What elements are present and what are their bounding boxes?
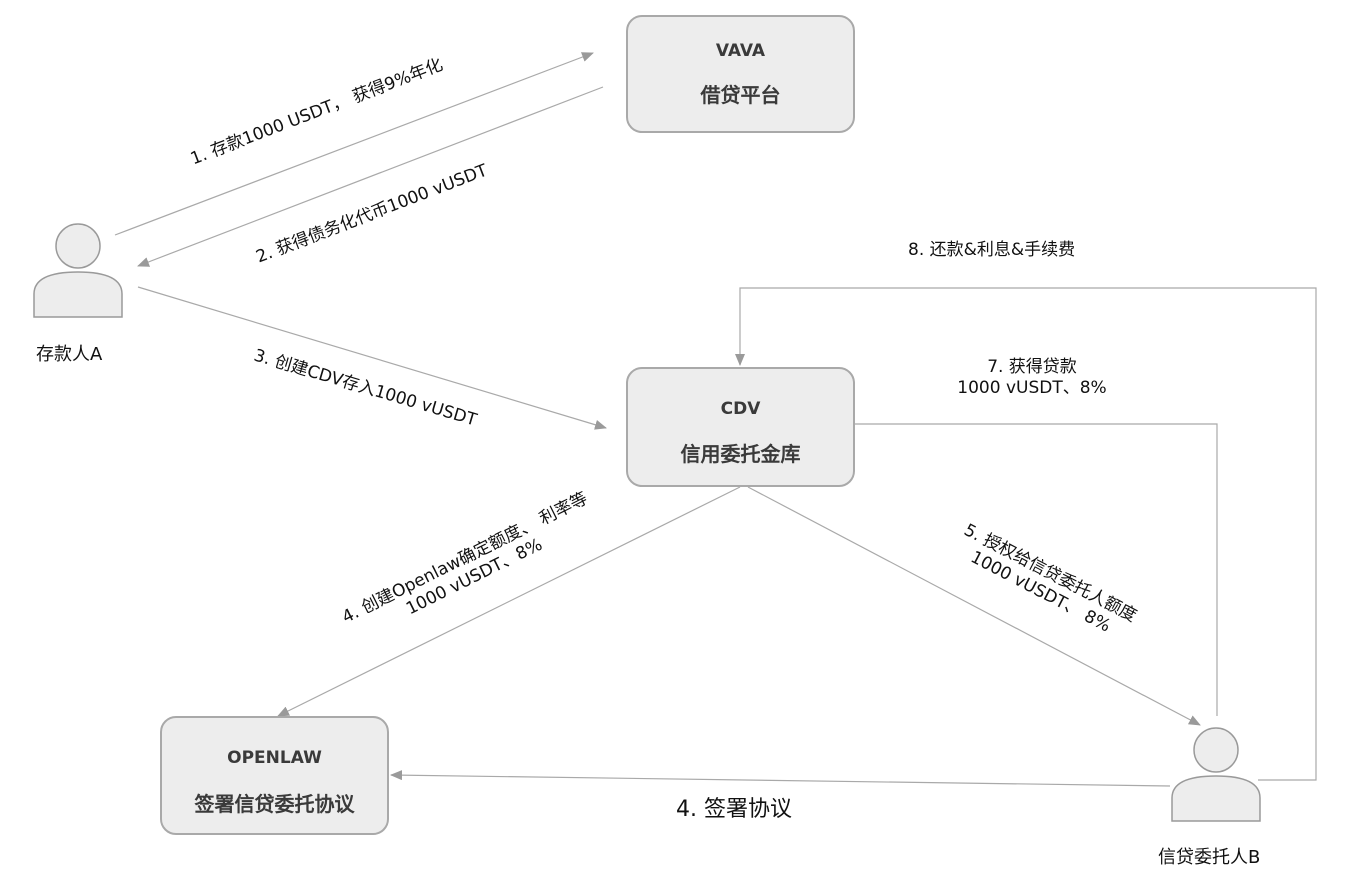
vava-subtitle: 借贷平台 xyxy=(700,83,781,107)
arrow-step1 xyxy=(114,52,594,236)
step8-label: 8. 还款&利息&手续费 xyxy=(908,240,1076,260)
delegate-person-icon xyxy=(1171,727,1261,822)
cdv-subtitle: 信用委托金库 xyxy=(680,442,801,466)
vava-platform-box: VAVA 借贷平台 xyxy=(626,15,855,133)
step7-label: 7. 获得贷款 1000 vUSDT、8% xyxy=(932,357,1132,400)
delegate-name: 信贷委托人B xyxy=(1158,847,1261,868)
step7-text-line2: 1000 vUSDT、8% xyxy=(957,378,1107,399)
vava-title: VAVA xyxy=(715,41,766,61)
openlaw-box: OPENLAW 签署信贷委托协议 xyxy=(160,716,389,835)
line-step7 xyxy=(855,423,1218,716)
arrow-step4b xyxy=(390,770,1171,787)
step4b-label: 4. 签署协议 xyxy=(676,797,792,822)
cdv-vault-box: CDV 信用委托金库 xyxy=(626,367,855,487)
arrow-step4a xyxy=(277,486,741,717)
depositor-person-icon xyxy=(33,223,123,318)
depositor-name: 存款人A xyxy=(36,344,103,365)
arrow-step8 xyxy=(735,287,1317,781)
arrow-step2 xyxy=(137,86,604,267)
openlaw-subtitle: 签署信贷委托协议 xyxy=(194,792,355,816)
arrow-step3 xyxy=(137,286,607,430)
arrow-step5 xyxy=(747,486,1201,726)
step7-text-line1: 7. 获得贷款 xyxy=(987,357,1077,377)
cdv-title: CDV xyxy=(720,399,761,419)
openlaw-title: OPENLAW xyxy=(227,748,322,768)
